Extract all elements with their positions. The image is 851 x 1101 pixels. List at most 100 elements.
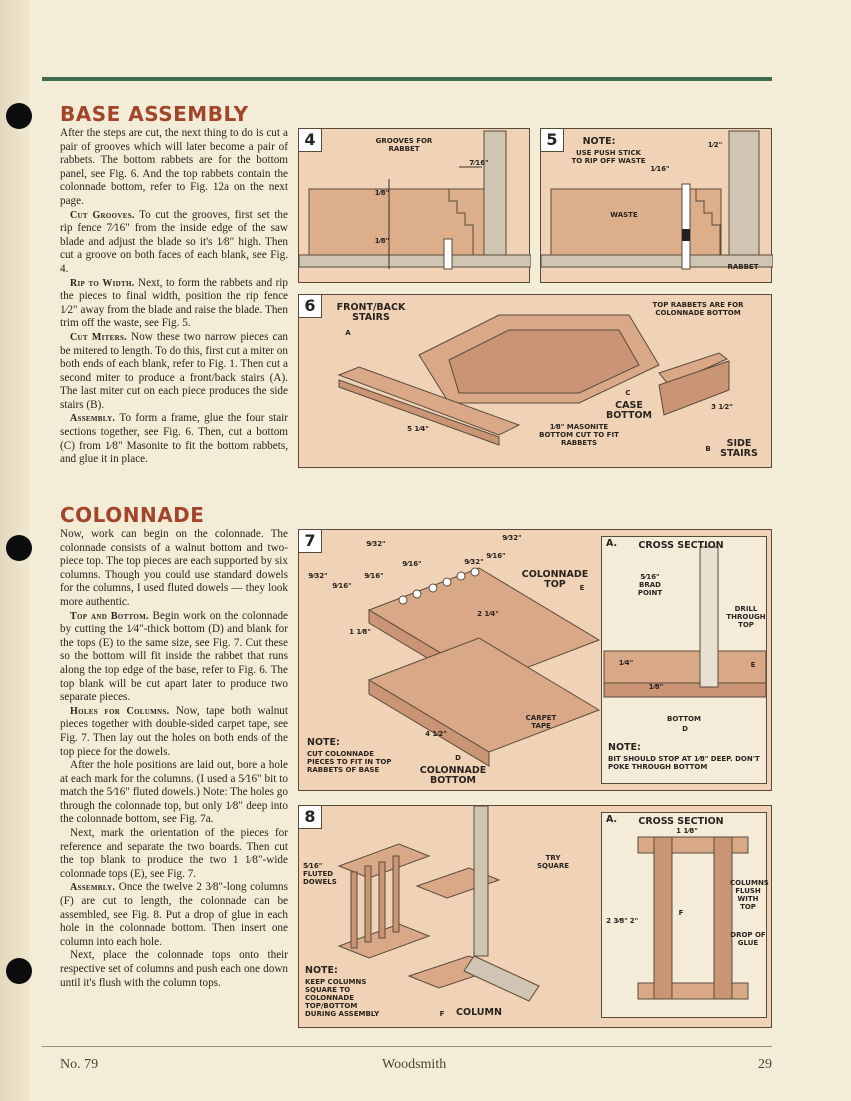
footer-issue: No. 79 (60, 1057, 99, 1072)
binder-hole-top (6, 103, 32, 129)
fig7-dim-g: 9⁄16" (486, 552, 506, 560)
fig8a-title: CROSS SECTION (638, 816, 724, 827)
fig8-part-marker-f: F (439, 1010, 445, 1018)
fig4-dim-1-8-top: 1⁄8" (374, 189, 390, 197)
fig7-dim-h: 9⁄32" (464, 558, 484, 566)
colonnade-assembly-heading: Assembly. (70, 882, 116, 894)
holes-heading: Holes for Columns. (70, 705, 170, 717)
holes-bore-paragraph: After the hole positions are laid out, b… (60, 759, 288, 826)
fig6-dim-3-1-2: 3 1⁄2" (711, 403, 733, 411)
rabbet-label: RABBET (727, 263, 759, 271)
fig8a-letter: a. (606, 814, 618, 825)
fig7-dim-1-1-8: 1 1⁄8" (349, 628, 371, 636)
figure-4: 4 GROOVES FOR RABBET 7⁄16" 1⁄8" 1⁄8" (298, 128, 531, 283)
figure-5-number: 5 (541, 129, 564, 152)
drill-through-label: DRILL THROUGH TOP (726, 605, 766, 629)
fig8a-dim-2-3-8: 2 3⁄8" (606, 917, 628, 925)
colonnade-intro: Now, work can begin on the colonnade. Th… (60, 528, 288, 608)
fig7a-letter: a. (606, 538, 618, 549)
figure-6: 6 FRONT/BACK STAIRS A TOP RABBETS ARE FO… (298, 294, 772, 468)
base-assembly-body: To form a frame, glue the four stair sec… (60, 412, 288, 466)
colonnade-bottom-label: COLONNADE BOTTOM (419, 765, 487, 786)
fig8a-dim-1-1-8: 1 1⁄8" (676, 827, 698, 835)
fig7-dim-c: 9⁄32" (308, 572, 328, 580)
miters-text: Now these two narrow pieces can be miter… (60, 330, 289, 411)
figure-5: 5 NOTE: USE PUSH STICK TO RIP OFF WASTE … (540, 128, 773, 283)
fig7-part-marker-e: E (579, 584, 585, 592)
part-marker-a: A (345, 329, 351, 337)
base-assembly-text: After the steps are cut, the next thing … (60, 127, 288, 467)
figure-7-number: 7 (299, 530, 322, 553)
rip-heading: Rip to Width. (70, 277, 135, 289)
fig7a-title: CROSS SECTION (638, 540, 724, 551)
final-paragraph: Next, place the colonnade tops onto thei… (60, 949, 288, 989)
rip-text: Next, to form the rabbets and rip the pi… (60, 276, 289, 330)
drop-of-glue-label: DROP OF GLUE (730, 931, 766, 947)
case-bottom-label: CASE BOTTOM (605, 400, 653, 421)
fig6-dim-5-1-4: 5 1⁄4" (407, 425, 429, 433)
base-assembly-heading: Assembly. (70, 413, 116, 425)
bottom-rule (42, 1046, 772, 1047)
brad-point-label: 5⁄16" BRAD POINT (637, 573, 663, 597)
figure-4-number: 4 (299, 129, 322, 152)
fig5-dim-1-16: 1⁄16" (650, 165, 670, 173)
part-marker-b: B (705, 445, 711, 453)
cut-grooves-text: To cut the grooves, first set the rip fe… (60, 208, 288, 275)
rip-paragraph: Rip to Width. Next, to form the rabbets … (60, 277, 288, 331)
fig8-note-text: KEEP COLUMNS SQUARE TO COLONNADE TOP/BOT… (305, 978, 380, 1018)
side-stairs-label: SIDE STAIRS (720, 438, 758, 459)
fig8a-marker-f: F (678, 909, 684, 917)
holes-paragraph: Holes for Columns. Now, tape both walnut… (60, 705, 288, 759)
figure-7-drawing (367, 567, 601, 767)
fig7a-note-title: NOTE: (608, 742, 641, 753)
footer-magazine: Woodsmith (382, 1057, 447, 1072)
part-marker-c: C (625, 389, 631, 397)
orientation-paragraph: Next, mark the orientation of the pieces… (60, 827, 288, 880)
colonnade-text: Now, work can begin on the colonnade. Th… (60, 528, 288, 990)
fig7a-note-text: BIT SHOULD STOP AT 1⁄8" DEEP. DON'T POKE… (608, 755, 760, 771)
fig4-dim-1-8-bottom: 1⁄8" (374, 237, 390, 245)
figure-4-drawing (299, 130, 531, 270)
front-back-stairs-label: FRONT/BACK STAIRS (336, 302, 406, 323)
figure-7a-inset: a. CROSS SECTION 5⁄16" BRAD POINT DRILL … (601, 536, 767, 784)
figure-6-number: 6 (299, 295, 322, 318)
fig5-note-title: NOTE: (582, 136, 616, 147)
fig7a-dim-1-8: 1⁄8" (648, 683, 664, 691)
colonnade-assembly-text: Once the twelve 2 3⁄8"-long columns (F) … (60, 881, 289, 948)
figure-6-drawing (337, 314, 730, 446)
fig7-note-text: CUT COLONNADE PIECES TO FIT IN TOP RABBE… (307, 750, 392, 774)
column-label: COLUMN (456, 1007, 502, 1018)
binder-hole-bottom (6, 958, 32, 984)
holes-text: Now, tape both walnut pieces together wi… (60, 704, 288, 758)
fig7-part-marker-d: D (455, 754, 461, 762)
try-square-label: TRY SQUARE (536, 854, 570, 870)
fluted-dowels-label: 5⁄16" FLUTED DOWELS (303, 862, 337, 886)
grooves-label: GROOVES FOR RABBET (375, 137, 433, 153)
fig7-dim-d: 9⁄16" (332, 582, 352, 590)
figure-8a-drawing (637, 836, 749, 1000)
base-assembly-paragraph: Assembly. To form a frame, glue the four… (60, 412, 288, 466)
base-assembly-intro: After the steps are cut, the next thing … (60, 127, 288, 207)
fig7-dim-2-1-4: 2 1⁄4" (477, 610, 499, 618)
colonnade-top-label: COLONNADE TOP (521, 569, 589, 590)
fig7-dim-4-1-2: 4 1⁄2" (425, 730, 447, 738)
fig7-note-title: NOTE: (307, 737, 340, 748)
columns-flush-label: COLUMNS FLUSH WITH TOP (730, 879, 769, 911)
figure-5-drawing (541, 130, 773, 270)
colonnade-assembly-paragraph: Assembly. Once the twelve 2 3⁄8"-long co… (60, 881, 288, 949)
masonite-label: 1⁄8" MASONITE BOTTOM CUT TO FIT RABBETS (539, 423, 619, 447)
fig8a-dim-2: 2" (629, 917, 639, 925)
figure-8a-inset: a. CROSS SECTION 1 1⁄8" COLUMNS FLUSH WI… (601, 812, 769, 1018)
binder-hole-middle (6, 535, 32, 561)
footer-page-number: 29 (758, 1057, 772, 1072)
fig7-dim-a: 9⁄32" (366, 540, 386, 548)
cut-grooves-paragraph: Cut Grooves. To cut the grooves, first s… (60, 209, 288, 277)
fig7a-dim-1-4: 1⁄4" (618, 659, 634, 667)
fig7a-marker-d: D (682, 725, 688, 733)
miters-paragraph: Cut Miters. Now these two narrow pieces … (60, 331, 288, 413)
top-bottom-paragraph: Top and Bottom. Begin work on the colonn… (60, 610, 288, 705)
figure-7: 7 9⁄32" 9⁄16" 9⁄32" 9⁄16" 9⁄16" 9⁄32" 9⁄… (298, 529, 772, 791)
fig7-dim-b: 9⁄16" (402, 560, 422, 568)
fig5-note-text: USE PUSH STICK TO RIP OFF WASTE (571, 149, 646, 165)
figure-7a-drawing (603, 546, 767, 698)
